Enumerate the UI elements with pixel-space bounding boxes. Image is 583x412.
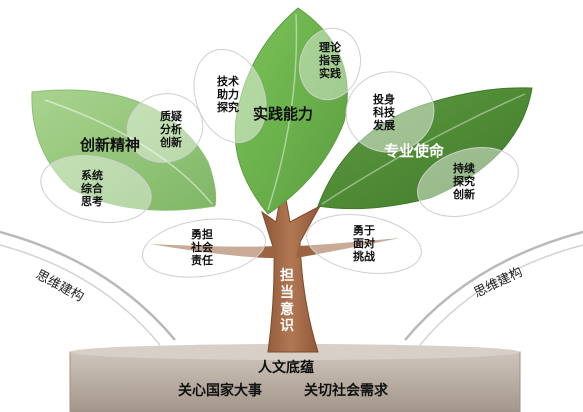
label-system: 系统 综合 思考 <box>81 169 103 208</box>
leaflet-system <box>40 155 152 223</box>
label-question: 质疑 分析 创新 <box>160 110 182 149</box>
leaf-mission <box>317 87 533 210</box>
branch-left <box>150 244 276 258</box>
base-title: 人文底蕴 <box>258 360 314 376</box>
leaf-practice <box>234 7 348 215</box>
label-invest: 投身 科技 发展 <box>373 93 395 132</box>
branch-right <box>296 238 400 258</box>
leaflet-challenge <box>306 214 422 274</box>
arc-left-inner <box>0 244 161 346</box>
leaflet-sustain <box>417 147 519 217</box>
label-responsibility: 勇担 社会 责任 <box>191 228 213 267</box>
arc-right-inner <box>419 244 583 346</box>
leaflet-responsibility <box>141 218 267 278</box>
leaf-mission-vein <box>321 93 526 205</box>
leaf-practice-title: 实践能力 <box>253 105 314 123</box>
arc-right <box>404 230 583 341</box>
leaf-innovation-vein <box>44 99 213 205</box>
base-left: 关心国家大事 <box>178 383 262 399</box>
leaf-innovation-title: 创新精神 <box>80 136 141 154</box>
label-sustain: 持续 探究 创新 <box>453 162 475 201</box>
label-theory: 理论 指导 实践 <box>319 41 341 80</box>
label-tech: 技术 助力 探究 <box>217 75 239 114</box>
leaf-practice-vein <box>267 13 298 211</box>
trunk <box>261 181 322 353</box>
label-challenge: 勇于 面对 挑战 <box>353 224 375 263</box>
trunk-label: 担 当 意 识 <box>280 268 294 335</box>
leaflet-theory <box>299 27 361 101</box>
leaflet-invest <box>345 71 435 153</box>
base-right: 关切社会需求 <box>304 383 388 399</box>
leaflet-question <box>126 93 204 163</box>
leaf-innovation <box>31 89 217 211</box>
arc-left <box>0 230 176 341</box>
leaf-mission-title: 专业使命 <box>384 142 445 160</box>
leaflet-tech <box>193 48 267 144</box>
